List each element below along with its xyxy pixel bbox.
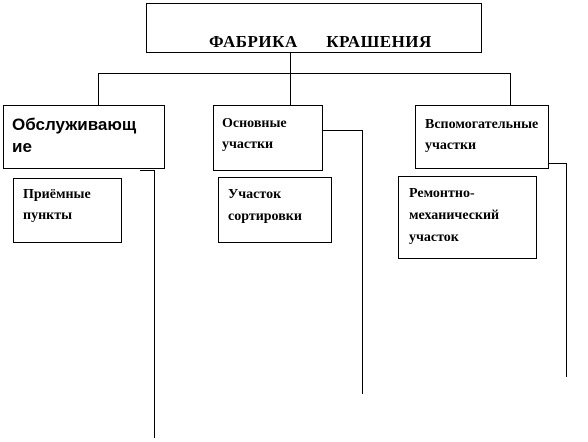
connector-left-down (98, 73, 99, 106)
right-child-line3: участок (409, 230, 459, 245)
middle-branch-box: Основные участки (213, 105, 323, 171)
middle-child-line1: Участок (228, 187, 282, 202)
left-child-box: Приёмные пункты (13, 178, 122, 243)
right-child-line1: Ремонтно- (409, 186, 475, 201)
right-branch-box: Вспомогательные участки (415, 105, 549, 169)
middle-branch-label-line2: участки (222, 137, 274, 152)
left-child-line1: Приёмные (23, 187, 91, 202)
left-branch-box: Обслуживающ ие (3, 105, 165, 169)
left-branch-label-line1: Обслуживающ (12, 115, 137, 134)
middle-side-line-horizontal (322, 130, 363, 131)
right-side-line-horizontal (548, 163, 567, 164)
diagram-title: ФАБРИКА КРАШЕНИЯ (209, 32, 432, 51)
middle-child-line2: сортировки (228, 209, 302, 224)
right-side-line-vertical (566, 163, 567, 377)
right-branch-label-line2: участки (425, 138, 477, 153)
right-child-box: Ремонтно- механический участок (398, 176, 537, 259)
middle-child-box: Участок сортировки (218, 177, 332, 243)
left-branch-label-line2: ие (12, 137, 32, 156)
left-side-line-vertical (154, 170, 155, 438)
left-side-line-horizontal (140, 170, 155, 171)
connector-horizontal (98, 73, 511, 74)
connector-title-down (290, 52, 291, 74)
connector-middle-down (290, 73, 291, 106)
middle-side-line-vertical (362, 130, 363, 394)
connector-right-down (510, 73, 511, 106)
middle-branch-label-line1: Основные (222, 116, 287, 131)
title-box: ФАБРИКА КРАШЕНИЯ (146, 3, 482, 53)
left-child-line2: пункты (23, 208, 73, 223)
right-child-line2: механический (409, 208, 500, 223)
right-branch-label-line1: Вспомогательные (425, 117, 539, 132)
